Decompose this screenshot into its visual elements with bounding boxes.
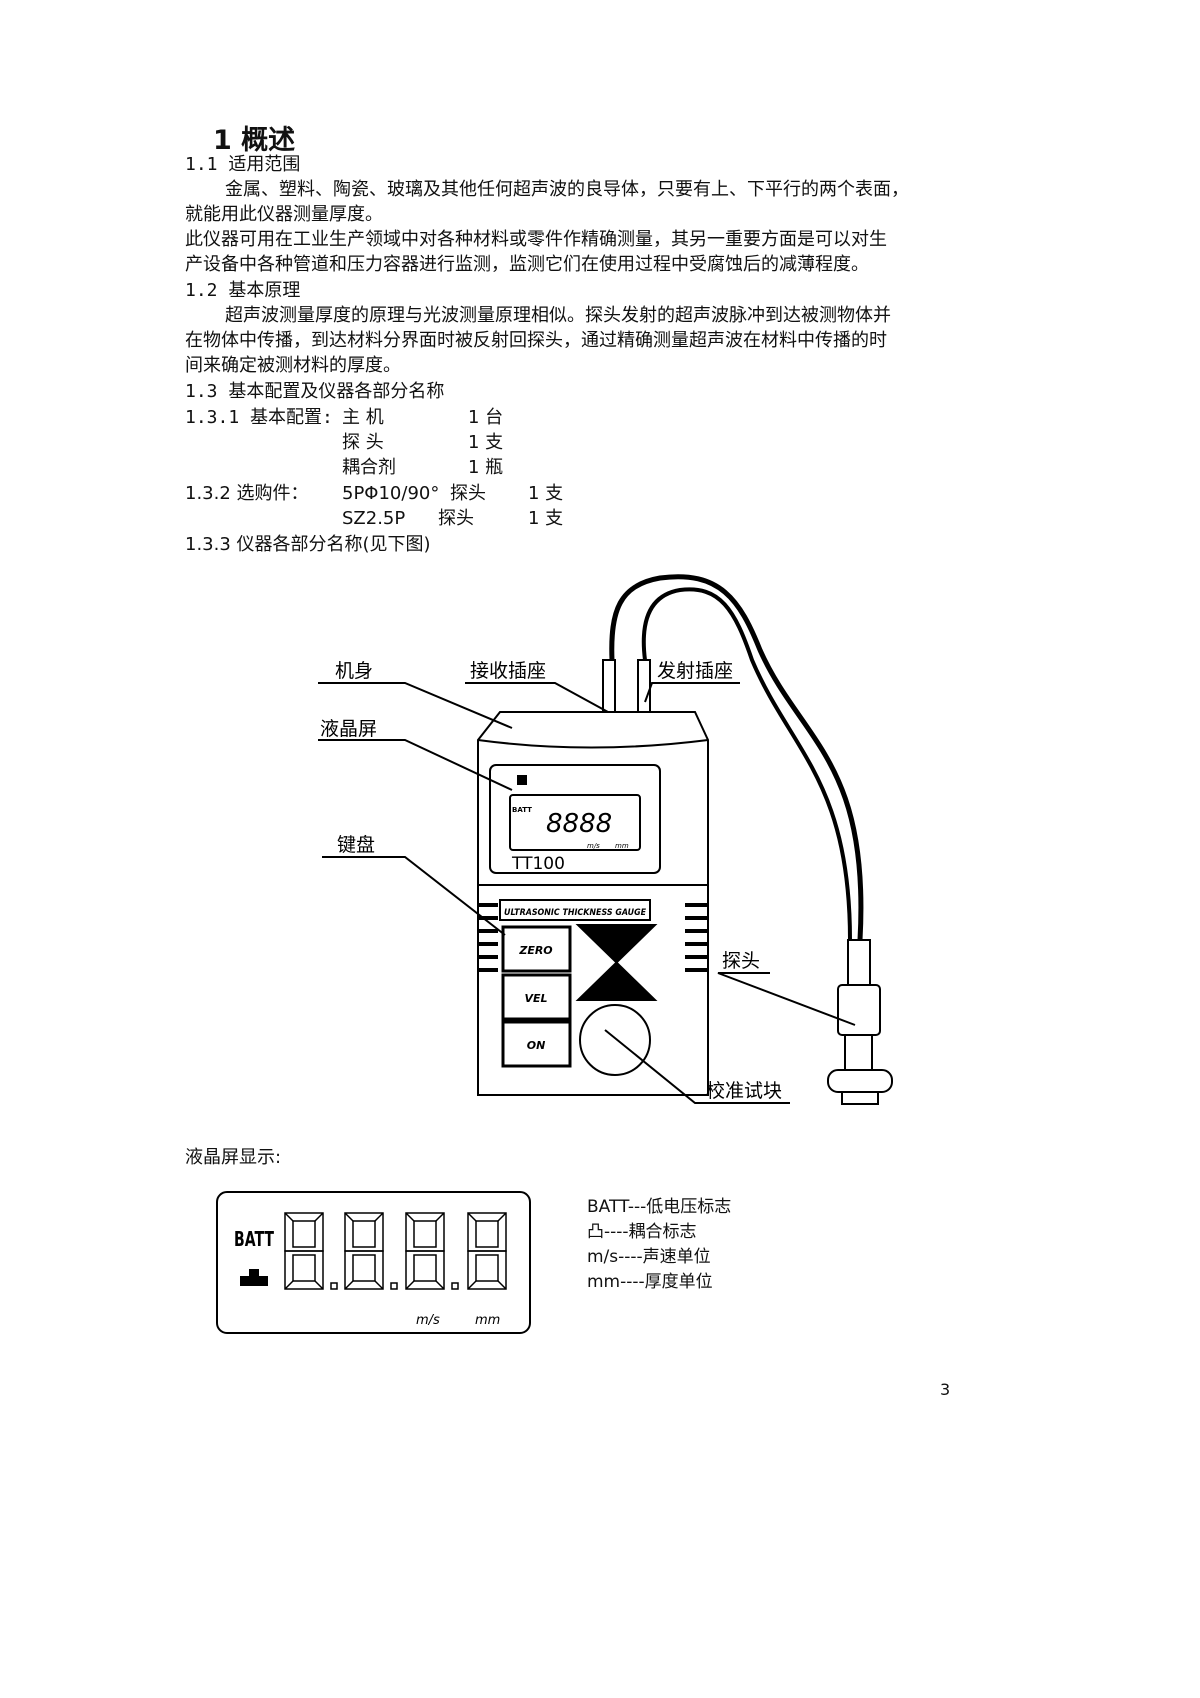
lcd-digit-segment — [352, 1220, 376, 1248]
label-body: 机身 — [335, 660, 373, 682]
lcd-digit-segment — [292, 1220, 316, 1248]
key-label[interactable]: ON — [527, 1039, 546, 1052]
hourglass-icon — [575, 924, 658, 1001]
config-item-qty: 1 台 — [468, 407, 504, 428]
heading-1-3-3: 1.3.3 仪器各部分名称(见下图) — [185, 534, 431, 555]
key-on — [501, 1020, 572, 1068]
lcd-digit-segment — [344, 1212, 354, 1222]
lcd-digit-segment — [374, 1280, 384, 1290]
lcd-digit-segment — [467, 1280, 477, 1290]
lcd-digit-segment — [314, 1280, 324, 1290]
key-vel — [501, 973, 572, 1021]
device-unit: mm — [615, 842, 629, 850]
paragraph-line: 间来确定被测材料的厚度。 — [185, 355, 401, 376]
lcd-digit-segment — [435, 1280, 445, 1290]
probe-cable — [609, 574, 864, 941]
lcd-digit-segment — [374, 1212, 384, 1222]
lcd-digit-segment — [405, 1280, 415, 1290]
heading-1-3-2: 1.3.2 选购件： — [185, 483, 309, 504]
optional-name: 探头 — [438, 508, 474, 529]
heading-1-3: 1.3 基本配置及仪器各部分名称 — [185, 381, 445, 402]
key-label[interactable]: VEL — [524, 992, 547, 1005]
paragraph-line: 金属、塑料、陶瓷、玻璃及其他任何超声波的良导体，只要有上、下平行的两个表面， — [225, 179, 909, 200]
lcd-digit-segment — [405, 1212, 415, 1222]
calibration-block — [579, 1004, 651, 1076]
heading-1-3-1: 1.3.1 基本配置: — [185, 407, 333, 428]
config-item-qty: 1 支 — [468, 432, 504, 453]
lcd-digit-segment — [475, 1220, 499, 1248]
config-item-name: 探 头 — [342, 432, 384, 453]
lcd-unit-speed: m/s — [416, 1313, 440, 1328]
lcd-legend-item: BATT---低电压标志 — [587, 1197, 732, 1217]
optional-model: 5PΦ10/90° — [342, 483, 440, 504]
label-calibration-block: 校准试块 — [706, 1080, 782, 1102]
lcd-section-title: 液晶屏显示: — [185, 1147, 282, 1168]
heading-1-1: 1.1 适用范围 — [185, 154, 301, 175]
optional-qty: 1 支 — [528, 508, 564, 529]
lcd-digit-segment — [413, 1220, 437, 1248]
lcd-window — [489, 764, 661, 874]
paragraph-line: 在物体中传播，到达材料分界面时被反射回探头，通过精确测量超声波在材料中传播的时 — [185, 330, 887, 351]
lcd-legend-item: mm----厚度单位 — [587, 1272, 713, 1292]
lcd-batt: BATT — [234, 1227, 274, 1251]
optional-qty: 1 支 — [528, 483, 564, 504]
lcd-digit-segment — [475, 1254, 499, 1282]
lcd-digit-segment — [497, 1280, 507, 1290]
key-zero — [501, 925, 572, 973]
label-probe: 探头 — [722, 950, 760, 972]
optional-name: 探头 — [450, 483, 486, 504]
label-lcd: 液晶屏 — [320, 718, 377, 740]
key-label[interactable]: ZERO — [518, 944, 552, 957]
heading-1-2: 1.2 基本原理 — [185, 280, 301, 301]
label-receive-socket: 接收插座 — [470, 660, 546, 682]
lcd-display — [216, 1191, 531, 1334]
lcd-digit-segment — [344, 1280, 354, 1290]
device-digits: 8888 — [546, 809, 612, 839]
section-title: 1 概述 — [213, 125, 296, 156]
paragraph-line: 就能用此仪器测量厚度。 — [185, 204, 383, 225]
label-keypad: 键盘 — [337, 834, 375, 856]
lcd-digit-segment — [413, 1254, 437, 1282]
lcd-digit-segment — [284, 1212, 294, 1222]
brand-plate-text: ULTRASONIC THICKNESS GAUGE — [504, 908, 647, 918]
config-item-name: 主 机 — [342, 407, 384, 428]
paragraph-line: 此仪器可用在工业生产领域中对各种材料或零件作精确测量，其另一重要方面是可以对生 — [185, 229, 887, 250]
probe — [847, 939, 871, 991]
lcd-digit-segment — [497, 1212, 507, 1222]
lcd-decimal-point — [330, 1282, 338, 1290]
label-transmit-socket: 发射插座 — [657, 660, 733, 682]
lcd-decimal-point — [451, 1282, 459, 1290]
paragraph-line: 产设备中各种管道和压力容器进行监测，监测它们在使用过程中受腐蚀后的减薄程度。 — [185, 254, 869, 275]
config-item-qty: 1 瓶 — [468, 457, 504, 478]
lcd-legend-item: 凸----耦合标志 — [587, 1222, 697, 1242]
lcd-decimal-point — [390, 1282, 398, 1290]
coupling-icon — [240, 1269, 268, 1286]
lcd-legend-item: m/s----声速单位 — [587, 1247, 711, 1267]
lcd-digit-segment — [292, 1254, 316, 1282]
device-model: TT100 — [511, 854, 565, 874]
device-unit: m/s — [587, 842, 600, 850]
config-item-name: 耦合剂 — [342, 457, 396, 478]
lcd-digit-segment — [284, 1280, 294, 1290]
optional-model: SZ2.5P — [342, 508, 406, 529]
paragraph-line: 超声波测量厚度的原理与光波测量原理相似。探头发射的超声波脉冲到达被测物体并 — [225, 305, 891, 326]
page-number: 3 — [940, 1380, 951, 1399]
device-batt: BATT — [512, 806, 532, 814]
lcd-digit-segment — [435, 1212, 445, 1222]
probe-cable — [641, 587, 852, 941]
lcd-digit-segment — [314, 1212, 324, 1222]
lcd-unit-mm: mm — [475, 1313, 500, 1328]
lcd-digit-segment — [467, 1212, 477, 1222]
lcd-digit-segment — [352, 1254, 376, 1282]
brand-plate — [499, 899, 651, 921]
